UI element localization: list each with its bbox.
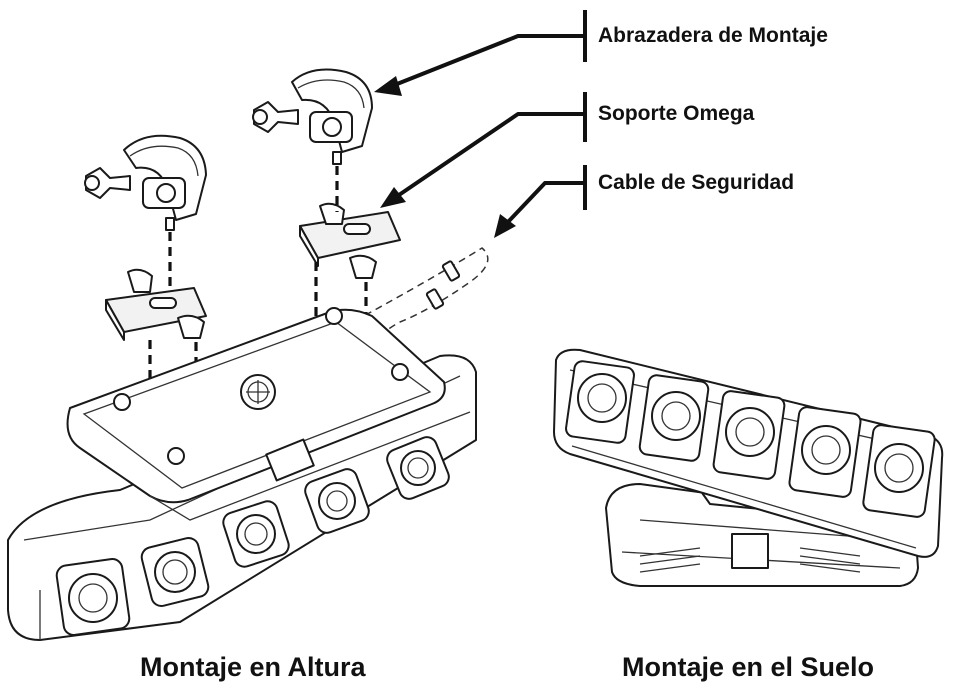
omega-bracket-left [105, 268, 207, 341]
callout-safety-cable: Cable de Seguridad [598, 171, 795, 194]
omega-bracket-right [299, 202, 401, 279]
mounting-clamp-left [84, 134, 207, 231]
mounting-clamp-right [252, 68, 373, 165]
caption-floor-mounting: Montaje en el Suelo [622, 652, 875, 682]
fixture-overhead [7, 307, 477, 641]
safety-cable [313, 247, 489, 401]
callout-mounting-clamp: Abrazadera de Montaje [598, 24, 828, 47]
callout-omega-bracket: Soporte Omega [598, 102, 755, 125]
callout-lines [374, 10, 587, 238]
fixture-floor [553, 348, 944, 587]
caption-overhead-mounting: Montaje en Altura [140, 652, 366, 682]
